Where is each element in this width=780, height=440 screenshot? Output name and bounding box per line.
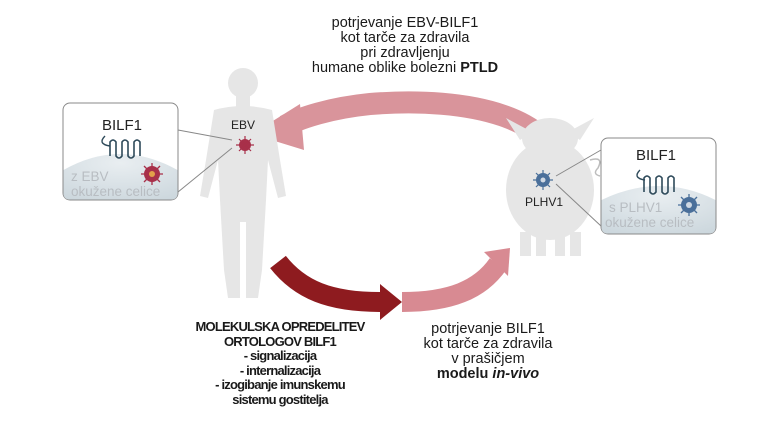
top-caption-line: pri zdravljenju (360, 45, 450, 61)
bottom-left-caption: MOLEKULSKA OPREDELITEV ORTOLOGOV BILF1 -… (180, 319, 380, 407)
caption-line: - izogibanje imunskemu (215, 377, 346, 392)
top-caption: potrjevanje EBV-BILF1 kot tarče za zdrav… (275, 16, 535, 76)
ebv-virus-icon (141, 163, 163, 185)
caption-line: kot tarče za zdravila (423, 336, 553, 352)
right-callout: BILF1 s PLHV1 okužene celice (555, 137, 717, 235)
bilf1-receptor-icon (109, 139, 141, 159)
top-caption-line: humane oblike bolezni PTLD (275, 61, 535, 76)
caption-line: modelu in-vivo (388, 367, 588, 382)
human-label: EBV (231, 118, 255, 132)
caption-italic: in-vivo (492, 366, 540, 382)
top-caption-line: kot tarče za zdravila (340, 30, 470, 46)
human-silhouette (200, 68, 286, 298)
caption-line: sistemu gostitelja (232, 391, 328, 407)
left-callout: BILF1 z EBV okužene celice (62, 102, 233, 201)
top-caption-bold: PTLD (460, 60, 499, 76)
cell-membrane (63, 154, 178, 200)
caption-line: - signalizacija (243, 348, 317, 363)
caption-line: MOLEKULSKA OPREDELITEV (195, 319, 366, 334)
pig-silhouette (506, 118, 601, 256)
left-box-title: BILF1 (102, 117, 142, 134)
caption-line: potrjevanje BILF1 (431, 321, 545, 337)
human-ebv-virus-icon (236, 136, 254, 154)
right-box-sub1: s PLHV1 (609, 200, 662, 215)
left-box-sub2: okužene celice (71, 184, 160, 199)
pig-label: PLHV1 (525, 195, 563, 209)
top-caption-text: humane oblike bolezni (311, 60, 461, 76)
right-box-sub2: okužene celice (605, 215, 694, 230)
left-box-sub1: z EBV (71, 169, 109, 184)
caption-line: - internalizacija (239, 362, 321, 378)
caption-line: v prašičjem (451, 351, 525, 367)
caption-bold: modelu (436, 366, 493, 382)
plhv-virus-icon (678, 194, 700, 216)
caption-line: ORTOLOGOV BILF1 (224, 333, 337, 349)
top-caption-line: potrjevanje EBV-BILF1 (331, 15, 479, 31)
bottom-arrow (270, 248, 510, 320)
right-box-title: BILF1 (636, 147, 676, 164)
pig-plhv-virus-icon (533, 170, 553, 190)
bottom-right-caption: potrjevanje BILF1 kot tarče za zdravila … (388, 322, 588, 382)
bilf1-receptor-icon (643, 175, 675, 195)
